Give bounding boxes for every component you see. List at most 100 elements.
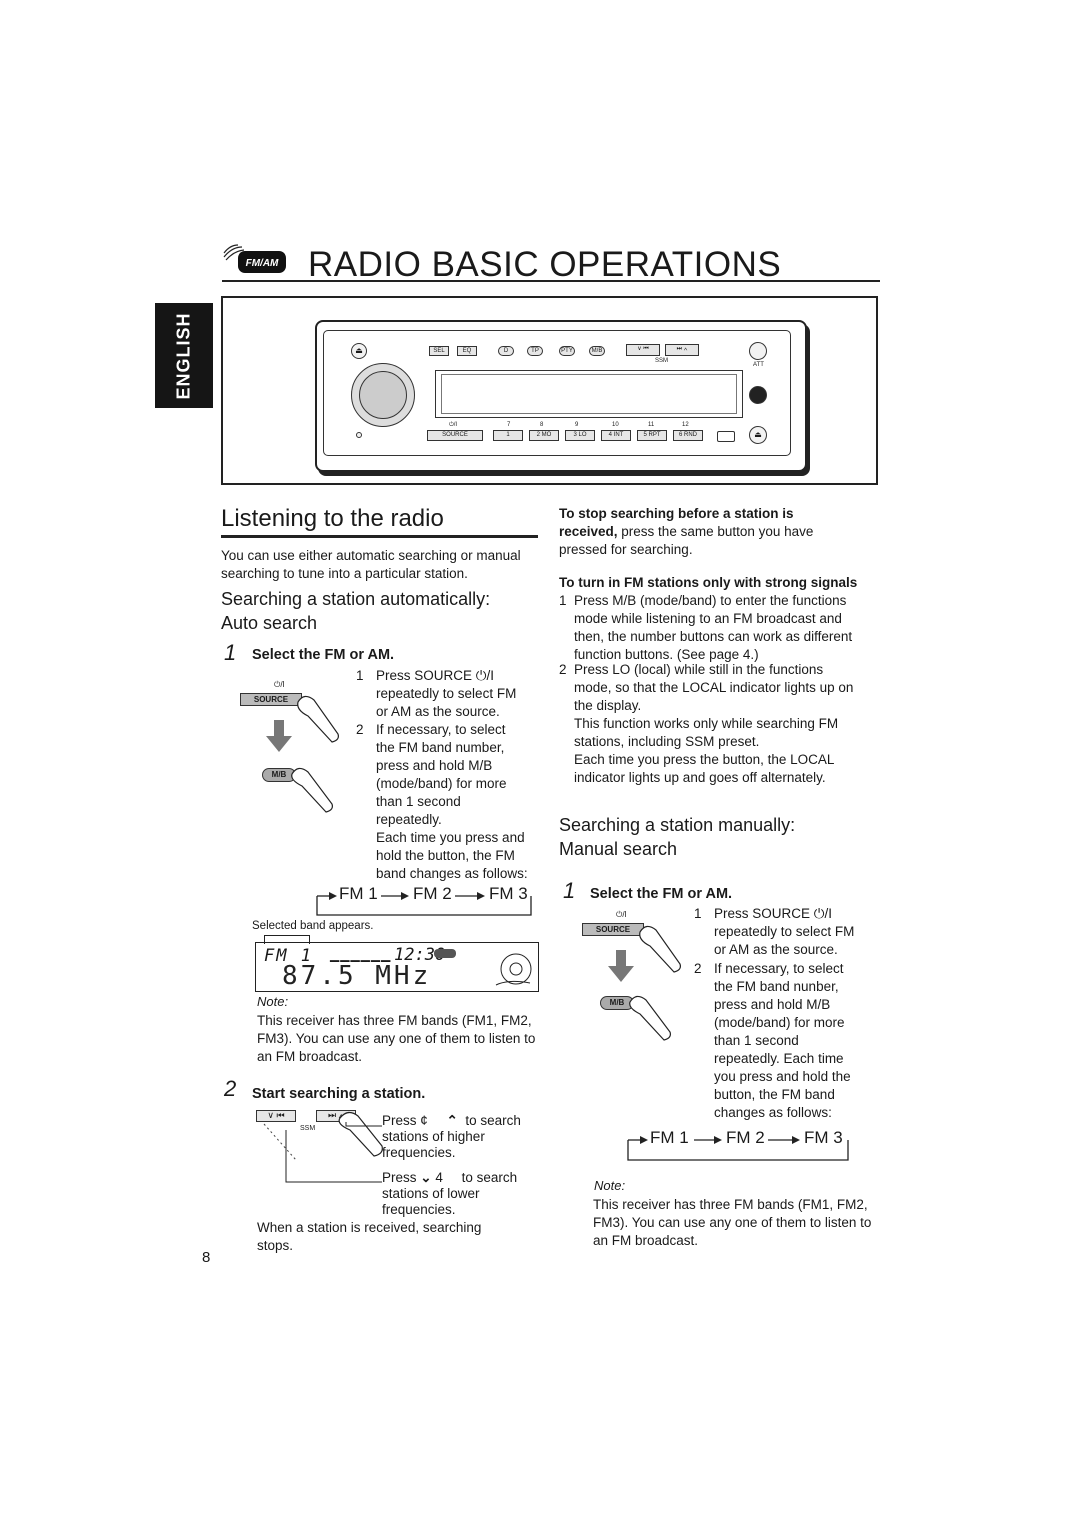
preset-5-button[interactable]: 5 RPT — [637, 430, 667, 441]
strong-item-2: 2 Press LO (local) while still in the fu… — [559, 661, 853, 787]
press-up-text: Press ¢ ⌃ to search stations of higher f… — [382, 1113, 521, 1161]
received-text: When a station is received, searching st… — [257, 1219, 481, 1255]
source-button-illustration: SOURCE — [240, 693, 302, 706]
eject-icon[interactable]: ⏏ — [351, 343, 367, 359]
sel-button[interactable]: SEL — [429, 346, 449, 356]
band-callout-bracket — [264, 935, 310, 944]
finger-seek-icon — [338, 1111, 383, 1157]
ssm-label-small: SSM — [300, 1125, 316, 1132]
manual-note-line: an FM broadcast. — [593, 1233, 699, 1248]
auto-item1-line: repeatedly to select FM — [376, 686, 517, 701]
strong-item-line: indicator lights up and goes off alterna… — [574, 770, 826, 785]
reset-icon — [356, 432, 362, 438]
auto-search-heading: Searching a station automatically: Auto … — [221, 587, 490, 635]
ir-sensor — [717, 431, 735, 442]
finger-icon-3 — [639, 925, 681, 973]
stop-line2: received, press the same button you have — [559, 523, 813, 541]
num-label-10: 10 — [612, 422, 619, 428]
strong-item-line: function buttons. (See page 4.) — [574, 647, 759, 662]
auto-item2-num: 2 — [356, 722, 364, 737]
stop-line1: To stop searching before a station is — [559, 505, 813, 523]
received-line: stops. — [257, 1238, 294, 1253]
language-tab: ENGLISH — [155, 303, 213, 408]
manual-step1-title: Select the FM or AM. — [590, 886, 733, 902]
auto-item1-num: 1 — [356, 668, 364, 683]
manual-item1-line: or AM as the source. — [714, 942, 838, 957]
manual-item2-line: than 1 second — [714, 1033, 799, 1048]
manual-step1-number: 1 — [563, 878, 576, 903]
preset-6-button[interactable]: 6 RND — [673, 430, 703, 441]
manual-note-line: FM3). You can use any one of them to lis… — [593, 1215, 872, 1230]
fm1-label-2: FM 1 — [650, 1128, 689, 1147]
att-button[interactable] — [749, 342, 767, 360]
fm3-label-2: FM 3 — [804, 1128, 843, 1147]
lcd-indicator-badge — [434, 949, 456, 958]
down-arrow-icon-2 — [608, 950, 634, 982]
manual-item2-line: the FM band nunber, — [714, 979, 839, 994]
strong-item-line: mode, so that the LOCAL indicator lights… — [574, 680, 854, 695]
strong-item-line: Press M/B (mode/band) to enter the funct… — [574, 593, 847, 608]
preset-1-button[interactable]: 1 — [493, 430, 523, 441]
preset-4-button[interactable]: 4 INT — [601, 430, 631, 441]
lcd-time: 12:30 — [394, 945, 446, 965]
ssm-label: SSM — [655, 358, 669, 364]
press-down-line: stations of lower — [382, 1186, 480, 1201]
mb-button-illustration-2: M/B — [600, 996, 634, 1010]
source-press-illustration: ⏻/I SOURCE M/B — [240, 680, 340, 813]
power-label: ⏻/I — [449, 422, 458, 428]
press-up-label: Press ¢ — [382, 1113, 428, 1128]
volume-knob-inner — [359, 371, 407, 419]
eject-bottom-icon[interactable]: ⏏ — [749, 426, 767, 444]
disc-slot-button[interactable] — [749, 386, 767, 404]
strong-item-line: the display. — [574, 698, 642, 713]
fm-sequence-arrows — [316, 892, 532, 916]
stop-bold2: received, — [559, 524, 618, 539]
pty-button[interactable]: PTY — [559, 346, 575, 356]
power-symbol-label-2: ⏻/I — [616, 910, 627, 919]
num-label-11: 11 — [648, 422, 655, 428]
auto-note-line: FM3). You can use any one of them to lis… — [257, 1031, 536, 1046]
num-label-9: 9 — [575, 422, 579, 428]
fm2-label: FM 2 — [413, 884, 452, 903]
fm-sequence-arrows-2 — [627, 1136, 849, 1161]
att-label: ATT — [753, 362, 764, 368]
page-title: RADIO BASIC OPERATIONS — [308, 245, 782, 284]
source-button[interactable]: SOURCE — [427, 430, 483, 441]
tp-button[interactable]: TP — [527, 346, 543, 356]
radio-display-inner — [441, 374, 737, 414]
mb-button-illustration: M/B — [262, 768, 296, 782]
section-title: Listening to the radio — [221, 505, 444, 532]
manual-note-label: Note: — [594, 1178, 626, 1193]
up-seek-button[interactable]: ⏭ ∧ — [665, 344, 699, 356]
press-up-line: frequencies. — [382, 1145, 456, 1160]
auto-item2-line: (mode/band) for more — [376, 776, 507, 791]
svg-text:FM/AM: FM/AM — [246, 258, 279, 269]
strong-item-line: Each time you press the button, the LOCA… — [574, 752, 835, 767]
auto-step1-number: 1 — [224, 640, 237, 665]
finger-icon-4 — [629, 995, 671, 1041]
down-arrow-icon — [266, 720, 292, 752]
auto-item2-extra-line: band changes as follows: — [376, 866, 528, 881]
section-divider — [221, 535, 538, 538]
auto-item1: 1 Press SOURCE ⏻/I repeatedly to select … — [356, 667, 516, 721]
auto-step2-title: Start searching a station. — [252, 1086, 426, 1102]
stop-rest: press the same button you have — [617, 524, 814, 539]
auto-item1-line: or AM as the source. — [376, 704, 500, 719]
finger-icon-2 — [291, 767, 333, 813]
preset-3-button[interactable]: 3 LO — [565, 430, 595, 441]
num-label-12: 12 — [682, 422, 689, 428]
power-symbol-label: ⏻/I — [274, 680, 285, 689]
num-label-7: 7 — [507, 422, 511, 428]
language-tab-label: ENGLISH — [173, 311, 194, 400]
lcd-cd-icon — [495, 953, 532, 986]
fm-band-sequence: FM 1 FM 2 FM 3 — [315, 884, 533, 916]
down-seek-button[interactable]: ∨ ⏮ — [626, 344, 660, 356]
manual-item2: 2 If necessary, to select the FM band nu… — [694, 960, 851, 1122]
auto-item2-line: If necessary, to select — [376, 722, 506, 737]
eq-button[interactable]: EQ — [457, 346, 477, 356]
manual-note: This receiver has three FM bands (FM1, F… — [593, 1196, 871, 1250]
preset-2-button[interactable]: 2 MO — [529, 430, 559, 441]
d-button[interactable]: D — [498, 346, 514, 356]
mb-button[interactable]: M/B — [589, 346, 605, 356]
press-up-tail: to search — [465, 1113, 521, 1128]
